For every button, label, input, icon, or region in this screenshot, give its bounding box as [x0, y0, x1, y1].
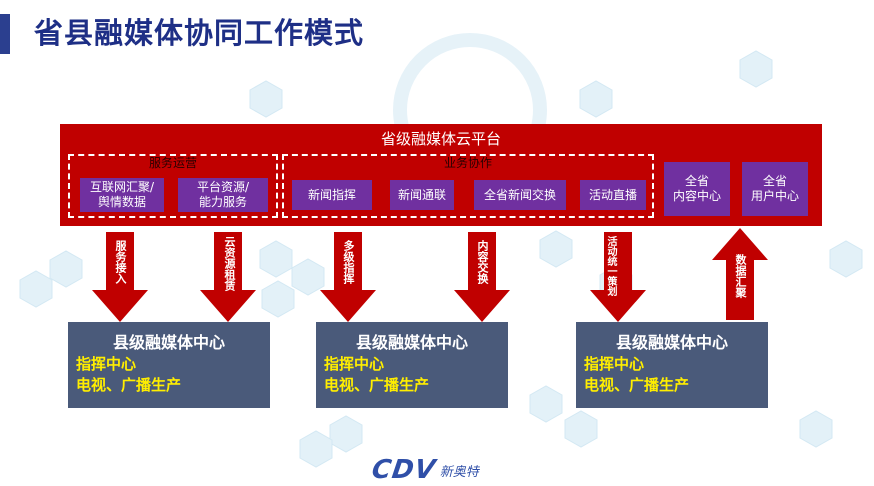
county-center-title: 县级融媒体中心: [112, 333, 225, 352]
provincial-cloud-platform: 省级融媒体云平台 服务运营 互联网汇聚/ 舆情数据 平台资源/ 能力服务 业务协…: [60, 124, 822, 226]
county-center-title: 县级融媒体中心: [615, 333, 728, 352]
logo-text: 新奥特: [439, 464, 479, 480]
arrow-up-data-aggregation: [712, 228, 768, 320]
arrow-down-content-exchange: [454, 232, 510, 322]
arrow-label-content-exchange: 内容交换: [476, 240, 489, 284]
arrow-down-multi-command: [320, 232, 376, 322]
county-command-center: 指挥中心: [324, 355, 385, 373]
business-collaboration-label: 业务协作: [443, 156, 492, 170]
arrow-label-service-access: 服务接入: [114, 240, 127, 284]
arrow-down-event-planning: [590, 232, 646, 322]
county-tv-radio: 电视、广播生产: [324, 376, 430, 394]
county-center-box-2: 县级融媒体中心 指挥中心 电视、广播生产: [316, 322, 508, 408]
logo-mark: CDV: [369, 455, 438, 485]
content-center-box: 全省 内容中心: [664, 162, 730, 216]
county-center-box-3: 县级融媒体中心 指挥中心 电视、广播生产: [576, 322, 768, 408]
county-center-box-1: 县级融媒体中心 指挥中心 电视、广播生产: [68, 322, 270, 408]
platform-title: 省级融媒体云平台: [380, 130, 501, 148]
business-collaboration-group: 业务协作: [282, 154, 654, 218]
page-title: 省县融媒体协同工作模式: [34, 16, 365, 50]
county-tv-radio: 电视、广播生产: [584, 376, 690, 394]
news-command-box: 新闻指挥: [292, 180, 372, 210]
live-event-box: 活动直播: [580, 180, 646, 210]
arrow-label-multi-command: 多级指挥: [342, 240, 355, 284]
internet-aggregation-box: 互联网汇聚/ 舆情数据: [80, 178, 164, 212]
service-operation-group: 服务运营: [68, 154, 278, 218]
news-exchange-box: 全省新闻交换: [474, 180, 566, 210]
county-tv-radio: 电视、广播生产: [76, 376, 182, 394]
platform-resource-box: 平台资源/ 能力服务: [178, 178, 268, 212]
county-command-center: 指挥中心: [76, 355, 137, 373]
arrow-down-service-access: [92, 232, 148, 322]
cdv-logo: CDV 新奥特: [369, 455, 479, 485]
service-operation-label: 服务运营: [148, 156, 197, 170]
title-accent-bar: [0, 14, 10, 54]
arrow-label-event-planning: 活动统一策划: [605, 236, 616, 296]
arrow-label-cloud-rental: 云资源租赁: [223, 236, 236, 291]
arrow-label-data-aggregation: 数据汇聚: [734, 254, 747, 298]
user-center-box: 全省 用户中心: [742, 162, 808, 216]
county-command-center: 指挥中心: [584, 355, 645, 373]
news-liaison-box: 新闻通联: [390, 180, 454, 210]
arrow-down-cloud-rental: [200, 232, 256, 322]
county-center-title: 县级融媒体中心: [355, 333, 468, 352]
